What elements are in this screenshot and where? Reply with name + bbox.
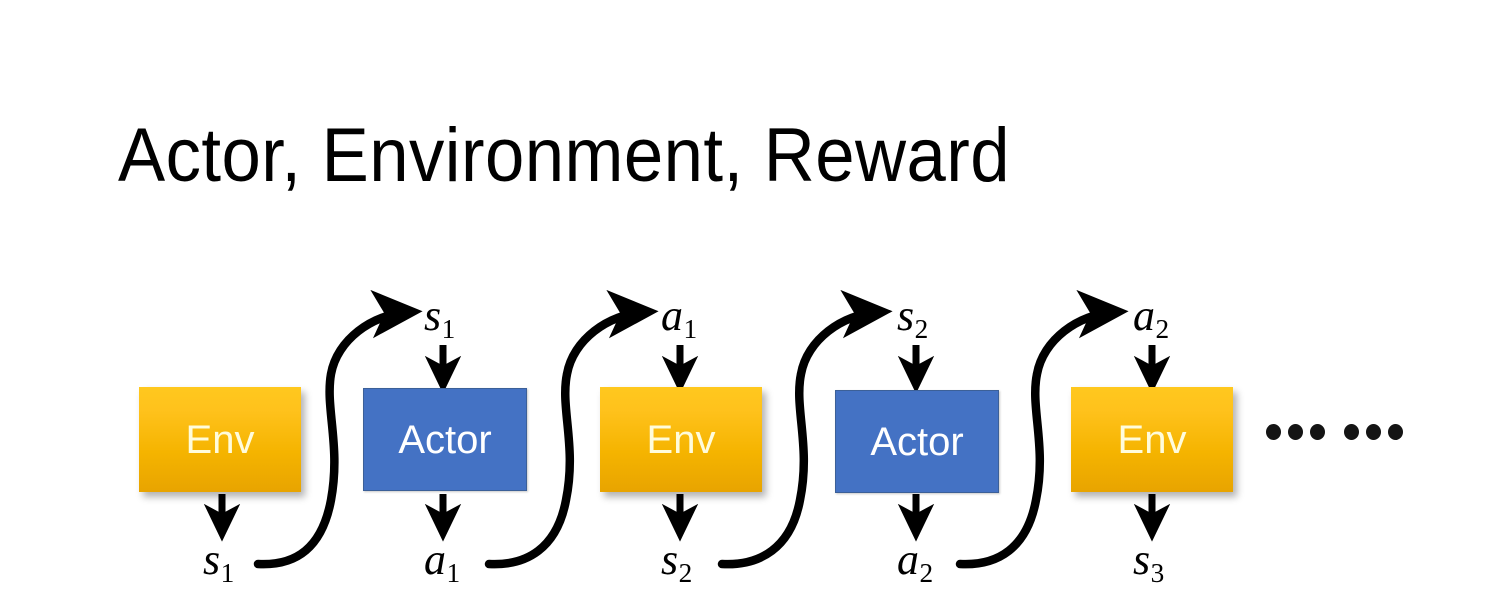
symbol: a xyxy=(424,535,446,584)
symbol: a xyxy=(661,291,683,340)
ellipsis-dot xyxy=(1310,424,1325,440)
subscript: 2 xyxy=(678,558,693,589)
label-bottom-s3: s3 xyxy=(1133,538,1164,587)
label-bottom-a1: a1 xyxy=(424,538,460,587)
symbol: a xyxy=(1133,291,1155,340)
subscript: 1 xyxy=(446,558,461,589)
node-env-3[interactable]: Env xyxy=(1071,387,1233,492)
node-label: Env xyxy=(646,417,716,462)
node-actor-2[interactable]: Actor xyxy=(835,390,999,493)
symbol: s xyxy=(1133,535,1151,584)
ellipsis-dot xyxy=(1288,424,1303,440)
node-label: Env xyxy=(1117,417,1187,462)
subscript: 1 xyxy=(441,314,456,345)
subscript: 3 xyxy=(1150,558,1165,589)
label-top-s2: s2 xyxy=(897,294,928,343)
subscript: 2 xyxy=(919,558,934,589)
node-label: Env xyxy=(185,417,255,462)
label-top-a1: a1 xyxy=(661,294,697,343)
subscript: 2 xyxy=(914,314,929,345)
label-bottom-s1: s1 xyxy=(203,538,234,587)
symbol: s xyxy=(203,535,221,584)
ellipsis-gap xyxy=(1332,432,1337,433)
label-bottom-s2: s2 xyxy=(661,538,692,587)
node-actor-1[interactable]: Actor xyxy=(363,388,527,491)
ellipsis-dot xyxy=(1266,424,1281,440)
symbol: s xyxy=(897,291,915,340)
subscript: 1 xyxy=(220,558,235,589)
symbol: s xyxy=(661,535,679,584)
node-env-2[interactable]: Env xyxy=(600,387,762,492)
node-to-label-arrows xyxy=(203,494,1171,542)
page-title: Actor, Environment, Reward xyxy=(118,113,1011,198)
symbol: a xyxy=(897,535,919,584)
label-to-node-arrows xyxy=(424,345,1171,394)
node-label: Actor xyxy=(398,417,492,462)
ellipsis-dot xyxy=(1366,424,1381,440)
ellipsis-dot xyxy=(1344,424,1359,440)
node-label: Actor xyxy=(870,419,964,464)
label-top-a2: a2 xyxy=(1133,294,1169,343)
label-bottom-a2: a2 xyxy=(897,538,933,587)
symbol: s xyxy=(424,291,442,340)
subscript: 1 xyxy=(683,314,698,345)
ellipsis-continuation xyxy=(1266,424,1403,440)
label-top-s1: s1 xyxy=(424,294,455,343)
subscript: 2 xyxy=(1155,314,1170,345)
node-env-1[interactable]: Env xyxy=(139,387,301,492)
ellipsis-dot xyxy=(1388,424,1403,440)
